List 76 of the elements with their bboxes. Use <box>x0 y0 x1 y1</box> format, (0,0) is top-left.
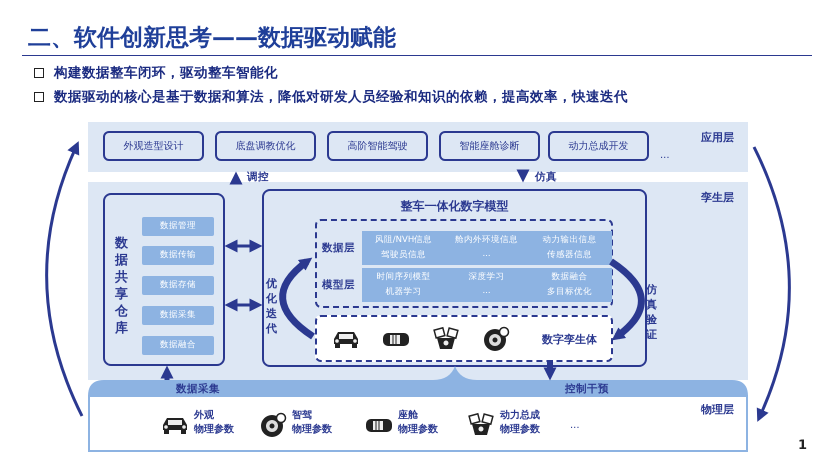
param-label: 物理参数 <box>292 422 332 436</box>
app-box <box>439 131 540 161</box>
layer-label: 模型层 <box>322 278 355 292</box>
dashed-box <box>315 315 613 362</box>
info-text: 传感器信息 <box>546 249 593 261</box>
model-box <box>262 189 647 367</box>
layer-title: 孪生层 <box>701 190 734 205</box>
param-label: 物理参数 <box>398 422 438 436</box>
app-box <box>103 131 204 161</box>
arrow <box>544 360 556 380</box>
arrow <box>160 366 174 380</box>
repository-box <box>103 193 225 366</box>
arrow <box>224 298 262 312</box>
param-label: 外观 <box>194 408 214 422</box>
item-label: 数据传输 <box>159 249 197 261</box>
arrow <box>608 258 645 341</box>
info-text: 驾驶员信息 <box>380 249 427 261</box>
app-box <box>215 131 316 161</box>
layer-title: 应用层 <box>701 130 734 145</box>
data-item <box>142 246 214 265</box>
item-label: 数据存储 <box>159 279 197 291</box>
title: 二、软件创新思考——数据驱动赋能 <box>28 24 396 53</box>
info-text: 时间序列模型 <box>376 271 432 283</box>
layer-band <box>88 366 748 452</box>
info-text: 多目标优化 <box>546 286 593 298</box>
edge-label: 数据采集 <box>176 382 220 396</box>
model-title: 整车一体化数字模型 <box>400 198 510 215</box>
vertical-label: 数据共享仓库 <box>115 235 129 337</box>
param-label: 物理参数 <box>500 422 540 436</box>
arrow <box>224 240 262 252</box>
app-box <box>548 131 649 161</box>
info-text: 深度学习 <box>468 271 506 283</box>
param-label: 座舱 <box>398 408 418 422</box>
arrow <box>45 141 84 417</box>
data-item <box>142 217 214 236</box>
arrow <box>516 170 530 182</box>
info-text: ... <box>481 249 492 259</box>
ellipsis: ... <box>570 420 580 431</box>
item-label: 数据融合 <box>159 339 197 351</box>
arrow <box>752 146 791 422</box>
edge-label: 控制干预 <box>565 382 609 396</box>
edge-label: 仿真 <box>535 170 557 184</box>
box-label: 智能座舱诊断 <box>458 140 520 153</box>
app-box <box>327 131 428 161</box>
data-item <box>142 306 214 325</box>
box-label: 高阶智能驾驶 <box>346 140 408 153</box>
arrow <box>230 172 242 184</box>
data-item <box>142 336 214 355</box>
item-label: 数据采集 <box>159 309 197 321</box>
info-text: ... <box>481 286 492 296</box>
info-text: 动力输出信息 <box>542 234 598 246</box>
layer-band <box>88 122 748 172</box>
param-label: 智驾 <box>292 408 312 422</box>
page-number: 1 <box>798 438 808 453</box>
param-label: 动力总成 <box>500 408 540 422</box>
edge-label: 调控 <box>247 170 269 184</box>
layer-band <box>88 182 748 380</box>
layer-label: 数据层 <box>322 241 355 255</box>
item-label: 数据管理 <box>159 220 197 232</box>
param-label: 物理参数 <box>194 422 234 436</box>
box-label: 动力总成开发 <box>568 140 630 153</box>
layer-title: 物理层 <box>701 402 734 417</box>
info-text: 数据融合 <box>550 271 588 283</box>
twin-label: 数字孪生体 <box>542 332 597 347</box>
data-item <box>142 276 214 295</box>
arrow <box>279 257 316 340</box>
edge-label: 优化迭代 <box>266 276 278 336</box>
box-label: 底盘调教优化 <box>234 140 296 153</box>
info-text: 机器学习 <box>384 286 422 298</box>
ellipsis: ... <box>660 150 670 161</box>
info-text: 风阻/NVH信息 <box>374 234 434 246</box>
info-text: 舱内外环境信息 <box>454 234 519 246</box>
bullet-text: 数据驱动的核心是基于数据和算法，降低对研发人员经验和知识的依赖，提高效率，快速迭代 <box>54 88 628 106</box>
box-label: 外观造型设计 <box>122 140 184 153</box>
bullet-text: 构建数据整车闭环，驱动整车智能化 <box>54 64 278 82</box>
dashed-box <box>315 219 613 308</box>
